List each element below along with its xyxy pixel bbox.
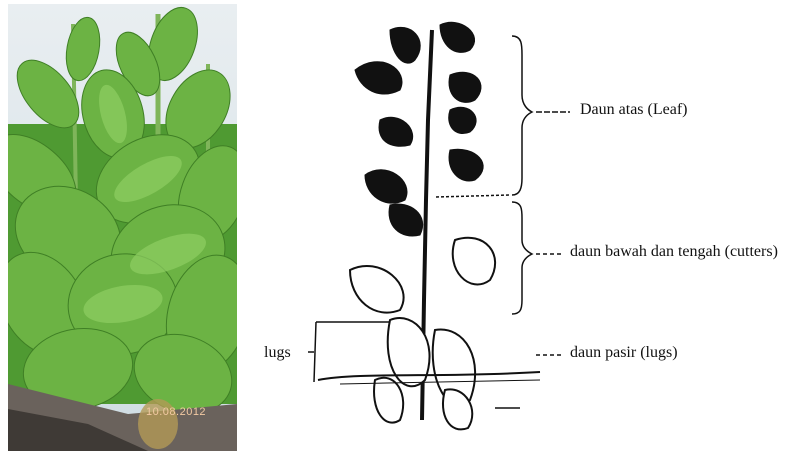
label-lugs: lugs	[264, 344, 291, 362]
label-sand-leaves: daun pasir (lugs)	[570, 344, 678, 362]
label-cutters: daun bawah dan tengah (cutters)	[570, 243, 778, 261]
tobacco-photo-art	[8, 4, 237, 451]
tobacco-photo: 10.08.2012	[8, 4, 237, 451]
date-stamp: 10.08.2012	[146, 406, 206, 418]
label-top-leaf: Daun atas (Leaf)	[580, 101, 688, 119]
plant-diagram: Daun atas (Leaf) daun bawah dan tengah (…	[240, 0, 811, 455]
plant-sketch	[240, 0, 811, 455]
